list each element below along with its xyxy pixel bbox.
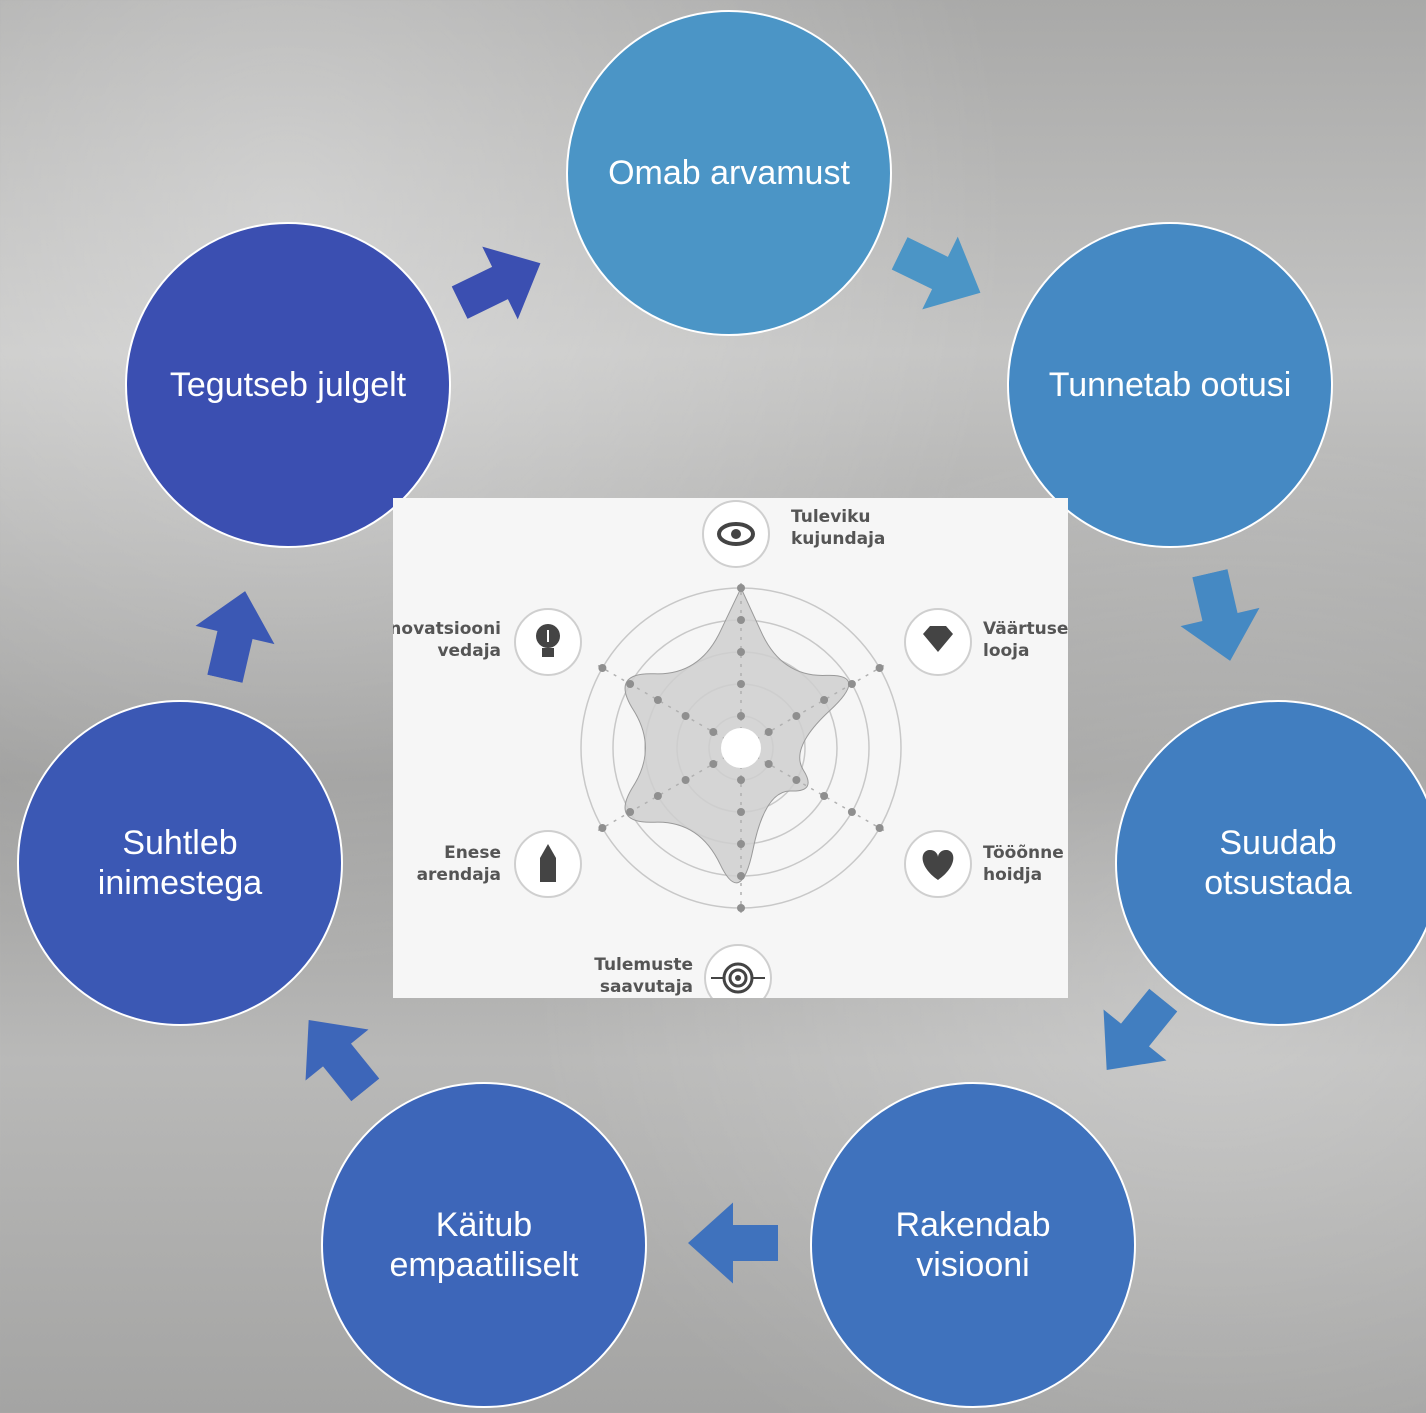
arrow-6-to-7 <box>181 581 289 689</box>
radar-spoke-dot <box>737 808 745 816</box>
radar-label-looja: looja <box>983 641 1029 661</box>
radar-spoke-dot <box>875 664 884 672</box>
radar-spoke-dot <box>875 824 884 832</box>
radar-spoke-dot <box>653 696 662 704</box>
node-label: Suhtleb inimestega <box>97 824 263 902</box>
node-label: Tegutseb julgelt <box>169 366 407 404</box>
pencil-icon <box>514 830 582 898</box>
node-label: Rakendab visiooni <box>895 1206 1051 1284</box>
arrow-1-to-2 <box>880 213 1000 333</box>
node-tunnetab-ootusi: Tunnetab ootusi <box>1007 222 1333 548</box>
eye-icon <box>702 500 770 568</box>
radar-spoke-dot <box>737 872 745 880</box>
radar-spoke-dot <box>820 792 829 800</box>
radar-spoke-dot <box>737 616 745 624</box>
radar-label-hoidja: hoidja <box>983 865 1042 885</box>
radar-spoke-dot <box>737 584 745 592</box>
radar-spokes <box>595 580 887 916</box>
radar-spoke-dot <box>737 904 745 912</box>
arrow-2-to-3 <box>1166 563 1274 671</box>
radar-spoke-dot <box>681 776 690 784</box>
node-label: Käitub empaatiliselt <box>389 1206 579 1284</box>
radar-spoke-dot <box>709 728 718 736</box>
radar-spoke-dot <box>764 728 773 736</box>
radar-label-enese: Enese <box>444 843 501 863</box>
radar-label-novatsiooni: novatsiooni <box>393 619 501 639</box>
target-icon <box>704 944 772 998</box>
node-kaitub-empaatiliselt: Käitub empaatiliselt <box>321 1082 647 1408</box>
radar-label-arendaja: arendaja <box>417 865 501 885</box>
arrow-7-to-1 <box>440 223 560 343</box>
lightbulb-icon <box>514 608 582 676</box>
radar-label-tuleviku: Tuleviku <box>791 507 871 527</box>
node-suhtleb-inimestega: Suhtleb inimestega <box>17 700 343 1026</box>
diamond-icon <box>904 608 972 676</box>
radar-label-kujundaja: kujundaja <box>791 529 885 549</box>
radar-spoke-dot <box>847 680 856 688</box>
radar-spoke-dot <box>737 840 745 848</box>
radar-spoke-dot <box>820 696 829 704</box>
radar-label-saavutaja: saavutaja <box>600 977 693 997</box>
radar-spoke-dot <box>653 792 662 800</box>
node-omab-arvamust: Omab arvamust <box>566 10 892 336</box>
radar-spoke-dot <box>792 776 801 784</box>
radar-label-vaartuse: Väärtuse <box>983 619 1068 639</box>
radar-center-hole <box>721 728 761 768</box>
radar-spoke-dot <box>792 712 801 720</box>
node-rakendab-visiooni: Rakendab visiooni <box>810 1082 1136 1408</box>
radar-spoke-dot <box>598 824 607 832</box>
radar-label-tulemuste: Tulemuste <box>594 955 693 975</box>
node-suudab-otsustada: Suudab otsustada <box>1115 700 1426 1026</box>
radar-spoke-dot <box>626 808 635 816</box>
node-label: Suudab otsustada <box>1204 824 1352 902</box>
radar-chart: Tuleviku kujundaja Väärtuse looja Tööõnn… <box>393 500 1068 998</box>
radar-spoke-dot <box>598 664 607 672</box>
radar-spoke-dot <box>626 680 635 688</box>
radar-label-vedaja: vedaja <box>437 641 501 661</box>
node-label: Omab arvamust <box>608 154 850 192</box>
arrow-3-to-4 <box>1072 972 1199 1099</box>
radar-spoke-dot <box>737 680 745 688</box>
radar-spoke-dot <box>737 712 745 720</box>
radar-spoke-dot <box>737 776 745 784</box>
radar-spoke-dot <box>847 808 856 816</box>
radar-spoke-dot <box>681 712 690 720</box>
radar-spoke-dot <box>709 760 718 768</box>
radar-spoke-dot <box>737 648 745 656</box>
radar-diagram-image: Tuleviku kujundaja Väärtuse looja Tööõnn… <box>393 498 1068 998</box>
arrow-5-to-6 <box>274 992 401 1119</box>
arrow-4-to-5 <box>688 1198 778 1288</box>
radar-label-tooonne: Tööõnne <box>983 843 1064 863</box>
heart-icon <box>904 830 972 898</box>
radar-spoke-dot <box>764 760 773 768</box>
node-label: Tunnetab ootusi <box>1048 366 1292 404</box>
node-tegutseb-julgelt: Tegutseb julgelt <box>125 222 451 548</box>
